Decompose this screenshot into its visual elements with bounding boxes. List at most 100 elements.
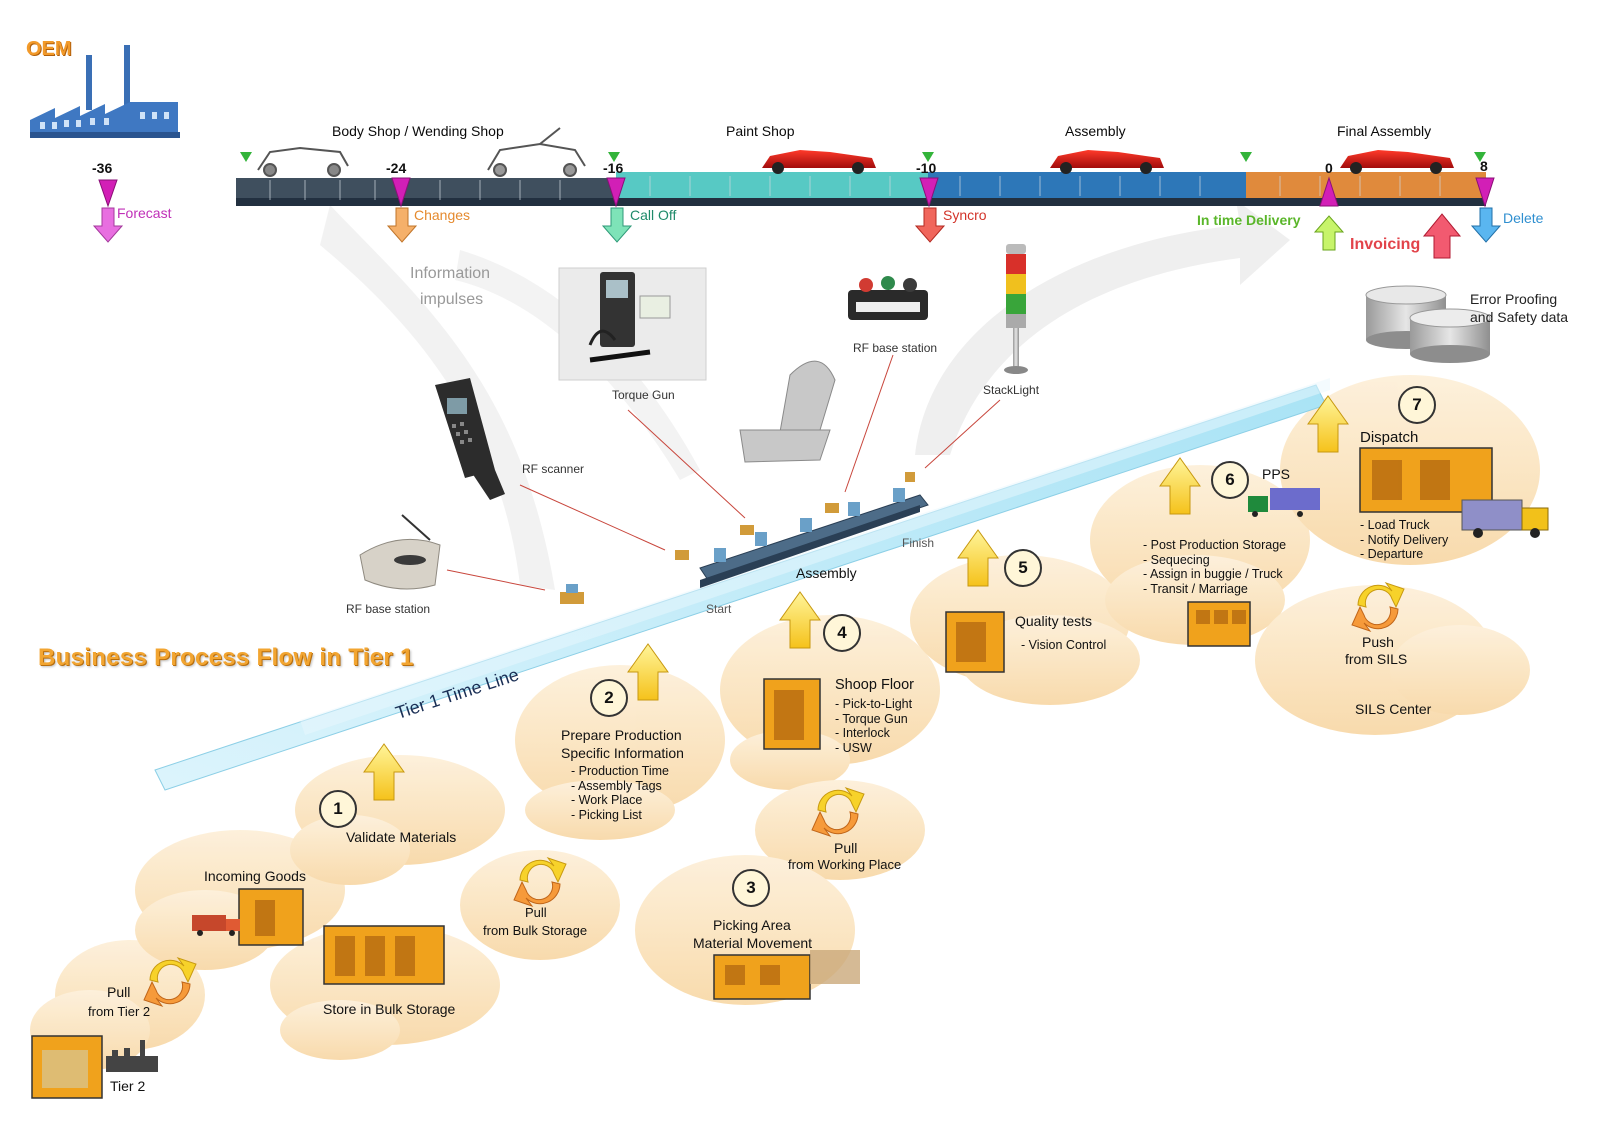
step-2-title-1: Prepare Production [561,727,682,743]
step-2-list: - Production Time - Assembly Tags - Work… [571,764,669,822]
step-6-item: - Post Production Storage [1143,538,1287,552]
push-sils-label-2: from SILS [1345,651,1408,667]
red-car-assembly [1050,150,1164,174]
main-title: Business Process Flow in Tier 1 [38,644,414,671]
step-1-title: Validate Materials [346,829,457,845]
information-arc-right [915,200,1290,455]
cycle-arrows [143,582,1405,1007]
step-4-list: - Pick-to-Light - Torque Gun - Interlock… [835,697,912,755]
step-2-badge: 2 [590,679,628,717]
caption-rf-base-top: RF base station [853,341,938,355]
caption-rf-scanner: RF scanner [522,462,585,476]
sils-picker-image [810,950,860,984]
push-sils-label-1: Push [1362,634,1394,650]
step-6-badge: 6 [1211,461,1249,499]
event-forecast: Forecast [117,205,172,221]
store-bulk-label: Store in Bulk Storage [323,1001,456,1017]
rf-base-station-top-image [848,276,928,320]
step-4-item: - USW [835,740,872,755]
step-4-item: - Torque Gun [835,711,908,726]
step-5-title: Quality tests [1015,613,1093,629]
red-car-paint [762,150,876,174]
step-7-item: - Notify Delivery [1360,532,1449,547]
rf-scanner-image [435,378,505,500]
event-syncro: Syncro [943,207,987,223]
belt-green-markers [240,152,1486,162]
information-impulses-line1: Information [410,265,491,282]
cycle-sils [1351,582,1405,632]
changes-arrow [386,207,418,243]
cloud-validate [290,755,505,885]
pps-truck [1248,488,1320,517]
arrow-step7 [1307,395,1349,453]
caption-stacklight: StackLight [983,383,1040,397]
sils-center-label: SILS Center [1355,701,1432,717]
stage-paint-shop: Paint Shop [726,123,795,139]
information-impulses-line2: impulses [420,291,484,308]
event-in-time-delivery: In time Delivery [1197,212,1301,228]
cloud-pull-bulk [460,850,620,960]
information-arc-middle [455,250,700,480]
small-workstation [560,584,584,604]
step-4-item: - Interlock [835,726,890,740]
step-6-item: - Transit / Marriage [1143,581,1248,596]
magenta-tick-markers [98,176,1495,208]
incoming-goods-label: Incoming Goods [204,868,306,884]
red-car-final [1340,150,1454,174]
step-2-item: - Assembly Tags [571,778,662,793]
step-2-item: - Production Time [571,764,669,778]
arrow-step4 [779,591,821,649]
car-body-frame-2 [487,127,586,177]
in-time-delivery-arrow [1313,215,1345,251]
step-3-badge: 3 [732,869,770,907]
stage-final-assembly: Final Assembly [1337,123,1432,139]
calloff-arrow [601,207,633,243]
caption-rf-base-left: RF base station [346,602,431,616]
arrow-step5 [957,529,999,587]
device-connector-lines [446,354,1001,591]
event-call-off: Call Off [630,207,677,223]
tick-minus-16: -16 [603,160,624,176]
step-7-item: - Load Truck [1360,518,1430,532]
syncro-arrow [914,207,946,243]
cycle-working-place [811,787,865,837]
step-7-badge: 7 [1398,386,1436,424]
stage-assembly: Assembly [1065,123,1126,139]
tick-minus-24: -24 [386,160,407,176]
step-7-title: Dispatch [1360,429,1419,446]
yellow-up-arrows [363,395,1349,801]
pull-tier2-label-1: Pull [107,984,131,1000]
cloud-sils [1255,585,1530,735]
event-invoicing: Invoicing [1350,236,1421,253]
invoicing-arrow [1422,213,1462,259]
step-5-item: - Vision Control [1021,638,1107,652]
torque-gun-image [558,267,707,381]
event-arrows [92,207,1502,259]
conveyor-belt [236,172,1486,206]
photo-tile-details [42,460,1450,1088]
tier2-label: Tier 2 [110,1078,146,1094]
dispatch-truck [1461,499,1549,538]
tick-minus-36: -36 [92,160,113,176]
car-seat-image [739,360,836,463]
step-4-badge: 4 [823,614,861,652]
event-changes: Changes [414,207,471,223]
caption-torque-gun: Torque Gun [612,388,675,402]
database-cylinders [1365,285,1491,363]
step-2-item: - Work Place [571,793,643,807]
forecast-arrow [92,207,124,243]
step-2-item: - Picking List [571,807,642,822]
tick-zero: 0 [1325,160,1333,176]
oem-factory-icon [30,45,180,138]
step-6-item: - Sequecing [1143,552,1210,567]
step-6-title: PPS [1262,466,1291,482]
line-start-label: Start [706,602,732,616]
step-7-item: - Departure [1360,547,1424,561]
cycle-bulk [513,857,567,907]
assembly-line [675,472,929,588]
information-arc-left [320,205,555,590]
step-6-list: - Post Production Storage - Sequecing - … [1143,538,1286,596]
rf-base-station-left-image [359,514,441,590]
step-5-badge: 5 [1004,549,1042,587]
